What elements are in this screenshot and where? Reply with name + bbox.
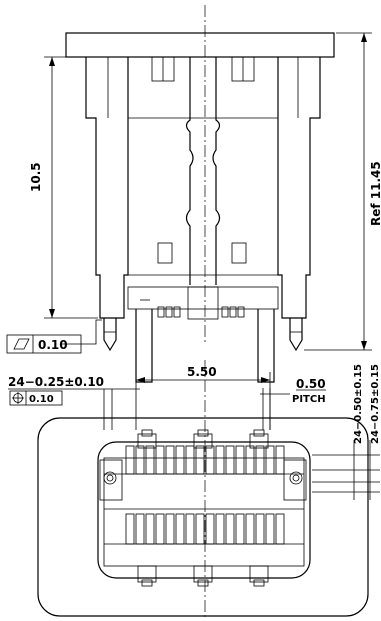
tongue-right-edge: [212, 57, 221, 285]
window-left: [157, 242, 173, 264]
pad-width-label-2: 24−0.75±0.15: [370, 364, 381, 444]
pitch-value: 0.50: [296, 377, 326, 391]
connector-tabs: [137, 429, 269, 587]
mount-hole-left: [103, 471, 117, 485]
window-right: [231, 242, 247, 264]
footprint-view: 5.50 24−0.25±0.10 0.10 0.50 PITCH 24−0.5…: [8, 360, 381, 620]
position-tolerance-frame: [9, 390, 63, 406]
crosshair-circle-icon: [12, 392, 24, 404]
span-dimension-label: 5.50: [187, 365, 217, 379]
height-dimension-label: 10.5: [29, 162, 43, 192]
tongue-left-edge: [185, 57, 194, 285]
side-view: 10.5 Ref 11.45 0.10: [6, 5, 381, 383]
left-leg: [135, 309, 153, 383]
ref-height-label: Ref 11.45: [369, 161, 381, 226]
connector-body: [97, 441, 311, 579]
mount-hole-right: [289, 471, 303, 485]
top-flange: [65, 32, 335, 58]
right-pin: [289, 318, 303, 352]
pin-width-label: 24−0.25±0.10: [8, 375, 104, 389]
pad-width-label-1: 24−0.50±0.15: [353, 364, 364, 444]
flatness-frame: [6, 334, 82, 354]
right-leg: [257, 309, 275, 383]
board-outline: [37, 417, 369, 617]
left-pin: [103, 318, 117, 352]
position-tolerance-value: 0.10: [29, 394, 54, 405]
right-housing: [277, 57, 321, 319]
parallelogram-icon: [13, 338, 30, 350]
flatness-value: 0.10: [38, 338, 68, 352]
pitch-word: PITCH: [292, 394, 326, 405]
left-housing: [85, 57, 129, 319]
